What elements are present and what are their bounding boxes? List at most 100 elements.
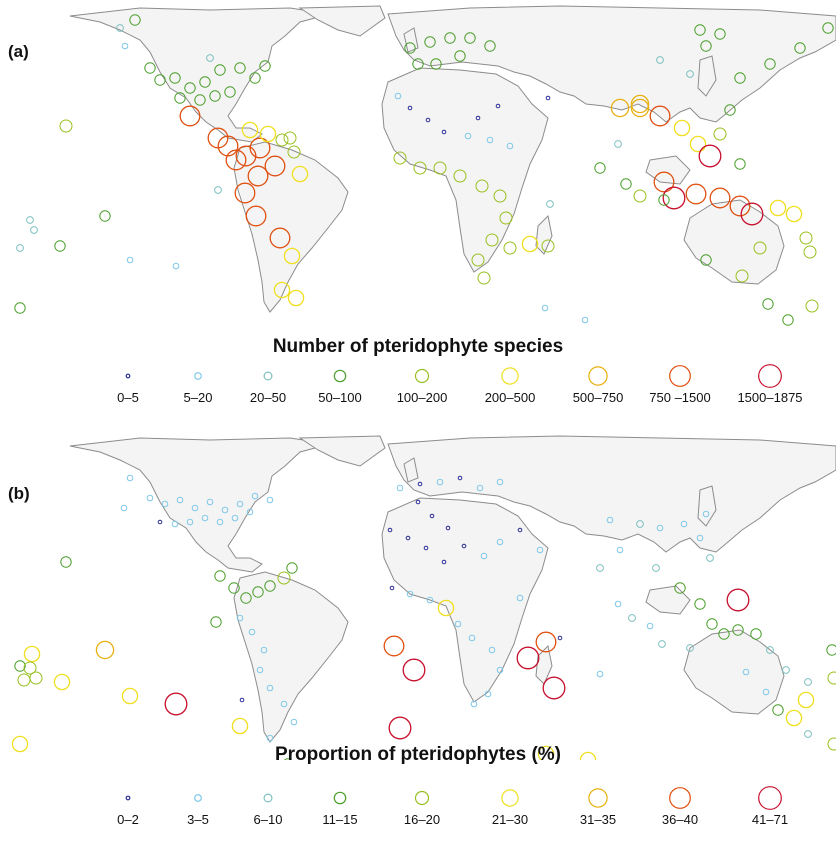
region-marker (506, 142, 514, 150)
region-marker (480, 552, 488, 560)
region-marker (23, 645, 41, 663)
region-marker (287, 289, 305, 307)
region-marker (516, 646, 540, 670)
region-marker (126, 474, 134, 482)
region-marker (259, 125, 277, 143)
landmass-6 (683, 629, 785, 715)
region-marker (269, 227, 291, 249)
region-marker (415, 499, 421, 505)
region-marker (248, 628, 256, 636)
region-marker (441, 129, 447, 135)
legend-label: 0–2 (117, 812, 139, 827)
region-marker (146, 494, 154, 502)
region-marker (495, 103, 501, 109)
region-marker (256, 666, 264, 674)
region-marker (23, 661, 37, 675)
legend-symbol (758, 364, 782, 388)
region-marker (630, 98, 650, 118)
region-marker (287, 145, 301, 159)
region-marker (154, 74, 166, 86)
region-marker (214, 570, 226, 582)
landmass-0 (69, 437, 331, 573)
region-marker (16, 244, 24, 252)
region-marker (454, 620, 462, 628)
landmass-4 (381, 67, 549, 273)
region-marker (413, 161, 427, 175)
region-marker (742, 668, 750, 676)
legend-symbol (333, 369, 347, 383)
region-marker (476, 484, 484, 492)
legend-symbol (263, 371, 273, 381)
region-marker (766, 646, 774, 654)
region-marker (235, 145, 257, 167)
region-marker (95, 640, 115, 660)
region-marker (517, 527, 523, 533)
legend-label: 21–30 (491, 812, 529, 827)
region-marker (273, 281, 291, 299)
region-marker (224, 86, 236, 98)
region-marker (383, 635, 405, 657)
region-marker (628, 614, 636, 622)
region-marker (702, 510, 710, 518)
region-marker (286, 562, 298, 574)
region-marker (799, 231, 813, 245)
region-marker (249, 137, 271, 159)
landmass-5 (535, 214, 553, 255)
region-marker (290, 718, 298, 726)
region-marker (762, 298, 774, 310)
region-marker (557, 635, 563, 641)
region-marker (656, 56, 664, 64)
legend-label: 0–5 (117, 390, 139, 405)
landmass-7 (645, 585, 691, 615)
region-marker (496, 478, 504, 486)
region-marker (412, 58, 424, 70)
region-marker (425, 117, 431, 123)
region-marker (161, 500, 169, 508)
region-marker (393, 151, 407, 165)
region-marker (430, 58, 442, 70)
world-map-species (14, 5, 836, 326)
region-marker (429, 513, 435, 519)
region-marker (249, 72, 261, 84)
region-marker (803, 245, 817, 259)
region-marker (201, 514, 209, 522)
region-marker (174, 92, 186, 104)
region-marker (121, 687, 139, 705)
region-marker (486, 136, 494, 144)
legend-symbol (758, 786, 782, 810)
region-marker (241, 121, 259, 139)
region-marker (441, 559, 447, 565)
region-marker (516, 594, 524, 602)
region-marker (247, 165, 269, 187)
region-marker (646, 622, 654, 630)
legend-symbol (125, 373, 131, 379)
legend-label: 11–15 (322, 812, 358, 827)
region-marker (454, 50, 466, 62)
region-marker (277, 571, 291, 585)
legend-title: Number of pteridophyte species (272, 336, 564, 357)
region-marker (14, 660, 26, 672)
region-marker (283, 758, 293, 760)
region-marker (164, 692, 188, 716)
region-marker (475, 179, 489, 193)
region-marker (484, 40, 496, 52)
region-marker (804, 678, 812, 686)
region-marker (239, 697, 245, 703)
region-marker (60, 556, 72, 568)
region-marker (264, 155, 286, 177)
region-marker (184, 82, 196, 94)
region-marker (653, 171, 675, 193)
region-marker (194, 94, 206, 106)
region-marker (14, 302, 26, 314)
region-marker (245, 205, 267, 227)
region-marker (636, 520, 644, 528)
region-marker (275, 133, 289, 147)
region-marker (785, 709, 803, 727)
region-marker (99, 210, 111, 222)
region-marker (252, 586, 264, 598)
region-marker (689, 135, 707, 153)
legend-symbol (588, 788, 608, 808)
legend-symbol (194, 372, 202, 380)
legend-label: 36–40 (661, 812, 699, 827)
